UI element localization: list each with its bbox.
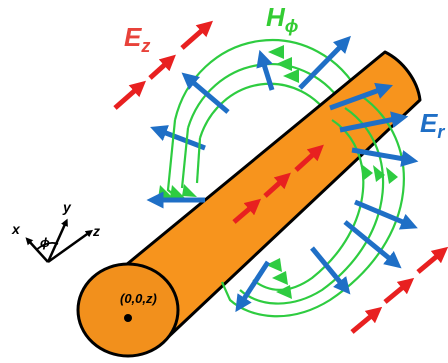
er-arrow bbox=[343, 220, 402, 269]
er-arrow bbox=[310, 246, 351, 295]
ez-arrow bbox=[294, 144, 324, 172]
h-phi-label: Hϕ bbox=[266, 2, 298, 36]
er-arrow bbox=[181, 72, 230, 114]
origin-label: (0,0,z) bbox=[120, 291, 157, 306]
er-arrow bbox=[354, 199, 418, 230]
er-arrows-front bbox=[146, 82, 419, 313]
coordinate-axes bbox=[25, 218, 94, 264]
er-arrow bbox=[298, 35, 351, 90]
h-arrowhead bbox=[283, 69, 299, 83]
phi-arc bbox=[35, 241, 59, 251]
h-arrowhead bbox=[266, 258, 282, 272]
h-arrowhead bbox=[373, 165, 385, 182]
h-arrowhead bbox=[276, 285, 292, 299]
origin-dot bbox=[124, 314, 132, 322]
h-arrowhead bbox=[276, 57, 292, 71]
cylinder: (0,0,z) bbox=[76, 50, 422, 358]
ez-arrows-outside bbox=[113, 20, 448, 334]
ez-arrow bbox=[180, 20, 214, 50]
ez-arrow bbox=[416, 246, 448, 274]
er-arrows-back bbox=[150, 35, 351, 151]
ez-arrow bbox=[148, 54, 176, 80]
x-axis-arrow bbox=[25, 237, 49, 263]
h-arrowhead bbox=[268, 45, 284, 59]
er-arrow bbox=[256, 49, 275, 91]
axis-phi-label: ϕ bbox=[40, 235, 50, 250]
h-arrowhead bbox=[272, 271, 288, 285]
er-arrow bbox=[339, 111, 409, 133]
axis-labels: x y z ϕ bbox=[11, 199, 100, 250]
ez-arrow bbox=[263, 172, 291, 198]
y-axis-arrow bbox=[46, 218, 68, 263]
er-arrow bbox=[235, 260, 271, 313]
h-arrowhead bbox=[182, 184, 197, 197]
ez-arrow bbox=[232, 198, 262, 224]
er-arrow bbox=[150, 125, 206, 151]
h-arrowhead bbox=[386, 167, 398, 184]
h-field-arrowheads bbox=[158, 45, 398, 299]
ez-arrow bbox=[350, 306, 383, 334]
h-arrowhead bbox=[170, 185, 186, 199]
er-arrow bbox=[351, 147, 419, 167]
cylinder-end-face bbox=[76, 262, 180, 358]
z-axis-arrow bbox=[47, 229, 94, 264]
er-arrow bbox=[329, 82, 393, 111]
er-label: Er bbox=[420, 108, 445, 142]
axis-y-label: y bbox=[62, 199, 72, 215]
axis-x-label: x bbox=[11, 221, 21, 237]
ez-arrow bbox=[113, 80, 147, 110]
field-labels: Ez Hϕ Er bbox=[124, 2, 445, 142]
ez-arrow bbox=[383, 277, 415, 304]
h-arrowhead bbox=[360, 163, 373, 180]
ez-arrows-inside bbox=[232, 144, 324, 224]
ez-label: Ez bbox=[124, 22, 150, 56]
axis-z-label: z bbox=[92, 223, 100, 239]
